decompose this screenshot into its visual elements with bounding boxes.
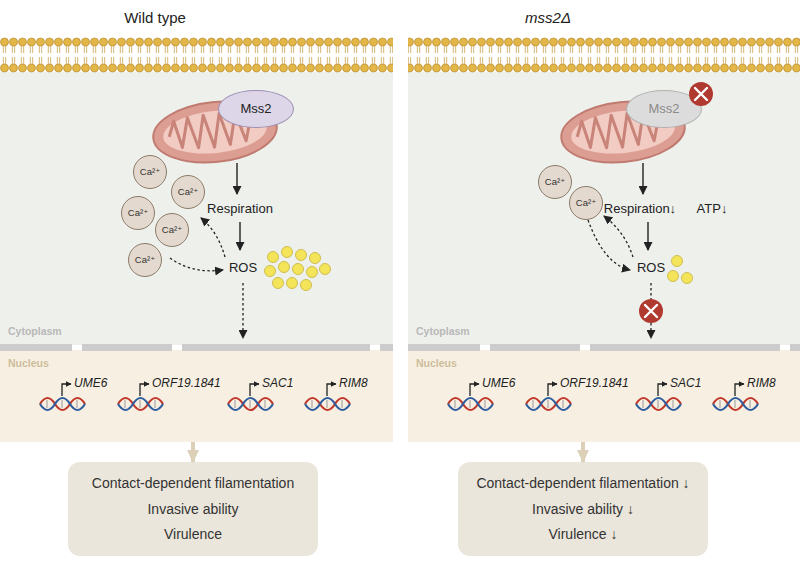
protein-label: Mss2 (240, 102, 271, 117)
ion-label: Ca²⁺ (135, 255, 155, 266)
process-label: ATP↓ (697, 202, 728, 216)
protein-oval: Mss2 (626, 90, 702, 128)
calcium-ion: Ca²⁺ (128, 243, 162, 277)
nucleus-band: Nucleus (0, 350, 393, 442)
ion-label: Ca²⁺ (545, 177, 565, 188)
ion-label: Ca²⁺ (178, 187, 198, 198)
process-label: Respiration (207, 202, 273, 216)
flow-arrow (191, 442, 195, 462)
process-label: ROS (637, 261, 665, 275)
phenotype-text: Virulence ↓ (548, 526, 617, 542)
cell-membrane (408, 37, 800, 73)
calcium-ion: Ca²⁺ (569, 186, 603, 220)
calcium-ion: Ca²⁺ (155, 213, 189, 247)
cell-membrane (0, 37, 393, 73)
calcium-ion: Ca²⁺ (171, 175, 205, 209)
compartment-label: Cytoplasm (8, 325, 62, 337)
cytoplasm-band: Cytoplasm Mss2Ca²⁺ Ca²⁺ Ca²⁺ Ca²⁺ Ca²⁺ (0, 72, 393, 345)
compartment-label: Nucleus (8, 357, 49, 369)
protein-label: Mss2 (648, 102, 679, 117)
ion-label: Ca²⁺ (162, 225, 182, 236)
compartment-label: Nucleus (416, 357, 457, 369)
phenotype-text: Contact-dependent filamentation (92, 475, 294, 491)
phenotype-text: Virulence (164, 526, 222, 542)
calcium-ion: Ca²⁺ (133, 155, 167, 189)
gene-label: RIM8 (339, 377, 368, 390)
gene-label: UME6 (482, 377, 515, 390)
calcium-ion: Ca²⁺ (121, 196, 155, 230)
process-label: ROS (229, 261, 257, 275)
ion-label: Ca²⁺ (140, 167, 160, 178)
phenotype-text: Invasive ability (147, 501, 238, 517)
gene-label: ORF19.1841 (152, 377, 221, 390)
compartment-label: Cytoplasm (416, 325, 470, 337)
calcium-ion: Ca²⁺ (538, 165, 572, 199)
phenotype-box: Contact-dependent filamentationInvasive … (68, 462, 318, 556)
gene-label: ORF19.1841 (560, 377, 629, 390)
gene-label: SAC1 (670, 377, 701, 390)
nucleus-band: Nucleus (408, 350, 800, 442)
ion-label: Ca²⁺ (128, 208, 148, 219)
phenotype-box: Contact-dependent filamentation ↓ Invasiv… (458, 462, 708, 556)
phenotype-text: Invasive ability ↓ (532, 501, 634, 517)
panel-title: Wild type (124, 10, 186, 27)
protein-oval: Mss2 (218, 90, 294, 128)
gene-label: UME6 (74, 377, 107, 390)
process-label: Respiration↓ (604, 202, 676, 216)
phenotype-text: Contact-dependent filamentation ↓ (476, 475, 689, 491)
ion-label: Ca²⁺ (576, 198, 596, 209)
panel-title: mss2Δ (525, 10, 571, 27)
gene-label: RIM8 (747, 377, 776, 390)
flow-arrow (581, 442, 585, 462)
gene-label: SAC1 (262, 377, 293, 390)
